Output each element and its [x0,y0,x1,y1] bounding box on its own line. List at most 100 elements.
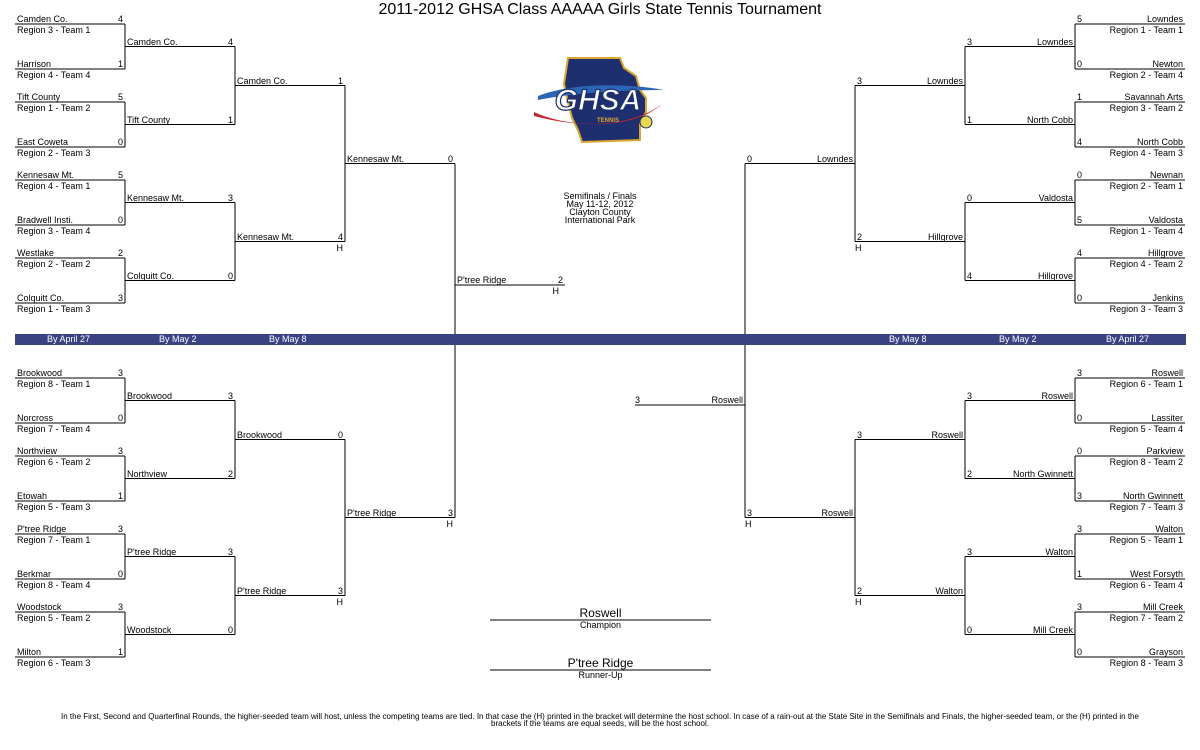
team-name: Norcross [17,413,54,423]
team-name: Newnan [1149,170,1183,180]
team-name: Mill Creek [1032,624,1073,635]
region-seed: Region 6 - Team 2 [17,457,91,467]
team-name: Walton [935,585,963,596]
score: 3 [117,524,123,534]
score: 0 [967,192,973,203]
score: 0 [1077,413,1083,423]
score: 4 [1077,248,1083,258]
team-name: Camden Co. [127,36,178,47]
event-info-line: Clayton County [569,207,631,217]
score: 3 [227,390,233,401]
band-label-right-round2: By May 2 [999,334,1037,344]
team-name: Parkview [1146,446,1183,456]
team-name: P'tree Ridge [127,546,177,557]
region-seed: Region 5 - Team 1 [1109,535,1183,545]
team-name: Camden Co. [237,75,288,86]
ghsa-logo: GHSA TENNIS [534,57,664,144]
score: 4 [1077,137,1083,147]
champion-name: Roswell [579,606,622,620]
score: 3 [857,429,863,440]
score: 3 [635,395,641,405]
score: 0 [967,624,973,635]
score: 0 [1077,293,1083,303]
score: 0 [117,413,123,423]
score: 0 [1077,446,1083,456]
region-seed: Region 7 - Team 3 [1109,502,1183,512]
team-name: Kennesaw Mt. [347,153,405,164]
region-seed: Region 5 - Team 3 [17,502,91,512]
team-name: Woodstock [17,602,62,612]
champion-label: Champion [579,620,622,630]
region-seed: Region 1 - Team 1 [1109,25,1183,35]
team-name: Kennesaw Mt. [237,231,295,242]
host-mark: H [552,286,560,296]
region-seed: Region 6 - Team 4 [1109,580,1183,590]
score: 2 [557,275,563,285]
score: 5 [1077,215,1083,225]
band-label-left-round1: By April 27 [47,334,91,344]
team-name: Mill Creek [1142,602,1183,612]
team-name: Savannah Arts [1124,92,1183,102]
score: 2 [227,468,233,479]
team-name: P'tree Ridge [457,275,507,285]
score: 5 [117,170,123,180]
score: 3 [227,192,233,203]
team-name: Tift County [127,114,171,125]
score: 4 [117,14,123,24]
score: 3 [747,507,753,518]
team-name: Grayson [1148,647,1183,657]
region-seed: Region 3 - Team 2 [1109,103,1183,113]
team-name: North Cobb [1136,137,1183,147]
team-name: Jenkins [1152,293,1183,303]
score: 1 [967,114,973,125]
region-seed: Region 3 - Team 1 [17,25,91,35]
team-name: Roswell [711,395,743,405]
team-name: Valdosta [1148,215,1183,225]
team-name: Bradwell Insti. [17,215,74,225]
score: 1 [117,59,123,69]
score: 1 [1077,569,1083,579]
team-name: Lassiter [1151,413,1183,423]
region-seed: Region 1 - Team 2 [17,103,91,113]
score: 0 [227,270,233,281]
team-name: West Forsyth [1130,569,1183,579]
score: 0 [227,624,233,635]
team-name: Valdosta [1038,192,1073,203]
region-seed: Region 3 - Team 3 [1109,304,1183,314]
score: 0 [117,569,123,579]
team-name: Woodstock [127,624,172,635]
runner-up-name: P'tree Ridge [567,656,634,670]
score: 2 [967,468,973,479]
team-name: Lowndes [926,75,963,86]
logo-wordmark: GHSA [555,84,642,117]
footnote-line-1: In the First, Second and Quarterfinal Ro… [61,712,1139,721]
score: 1 [1077,92,1083,102]
region-seed: Region 8 - Team 2 [1109,457,1183,467]
region-seed: Region 1 - Team 4 [1109,226,1183,236]
score: 3 [117,602,123,612]
score: 3 [857,75,863,86]
team-name: Colquitt Co. [127,270,175,281]
region-seed: Region 7 - Team 1 [17,535,91,545]
team-name: Etowah [17,491,48,501]
region-seed: Region 1 - Team 3 [17,304,91,314]
region-seed: Region 4 - Team 3 [1109,148,1183,158]
score: 0 [117,137,123,147]
score: 3 [967,36,973,47]
team-name: Roswell [931,429,963,440]
swoosh-blue [538,85,664,100]
score: 4 [227,36,233,47]
region-seed: Region 7 - Team 2 [1109,613,1183,623]
team-name: Hillgrove [1147,248,1183,258]
region-seed: Region 4 - Team 2 [1109,259,1183,269]
team-name: Harrison [17,59,52,69]
score: 3 [337,585,343,596]
team-name: Berkmar [17,569,52,579]
team-name: Northview [127,468,168,479]
team-name: Walton [1155,524,1183,534]
score: 3 [117,293,123,303]
score: 0 [1077,170,1083,180]
team-name: Lowndes [816,153,853,164]
